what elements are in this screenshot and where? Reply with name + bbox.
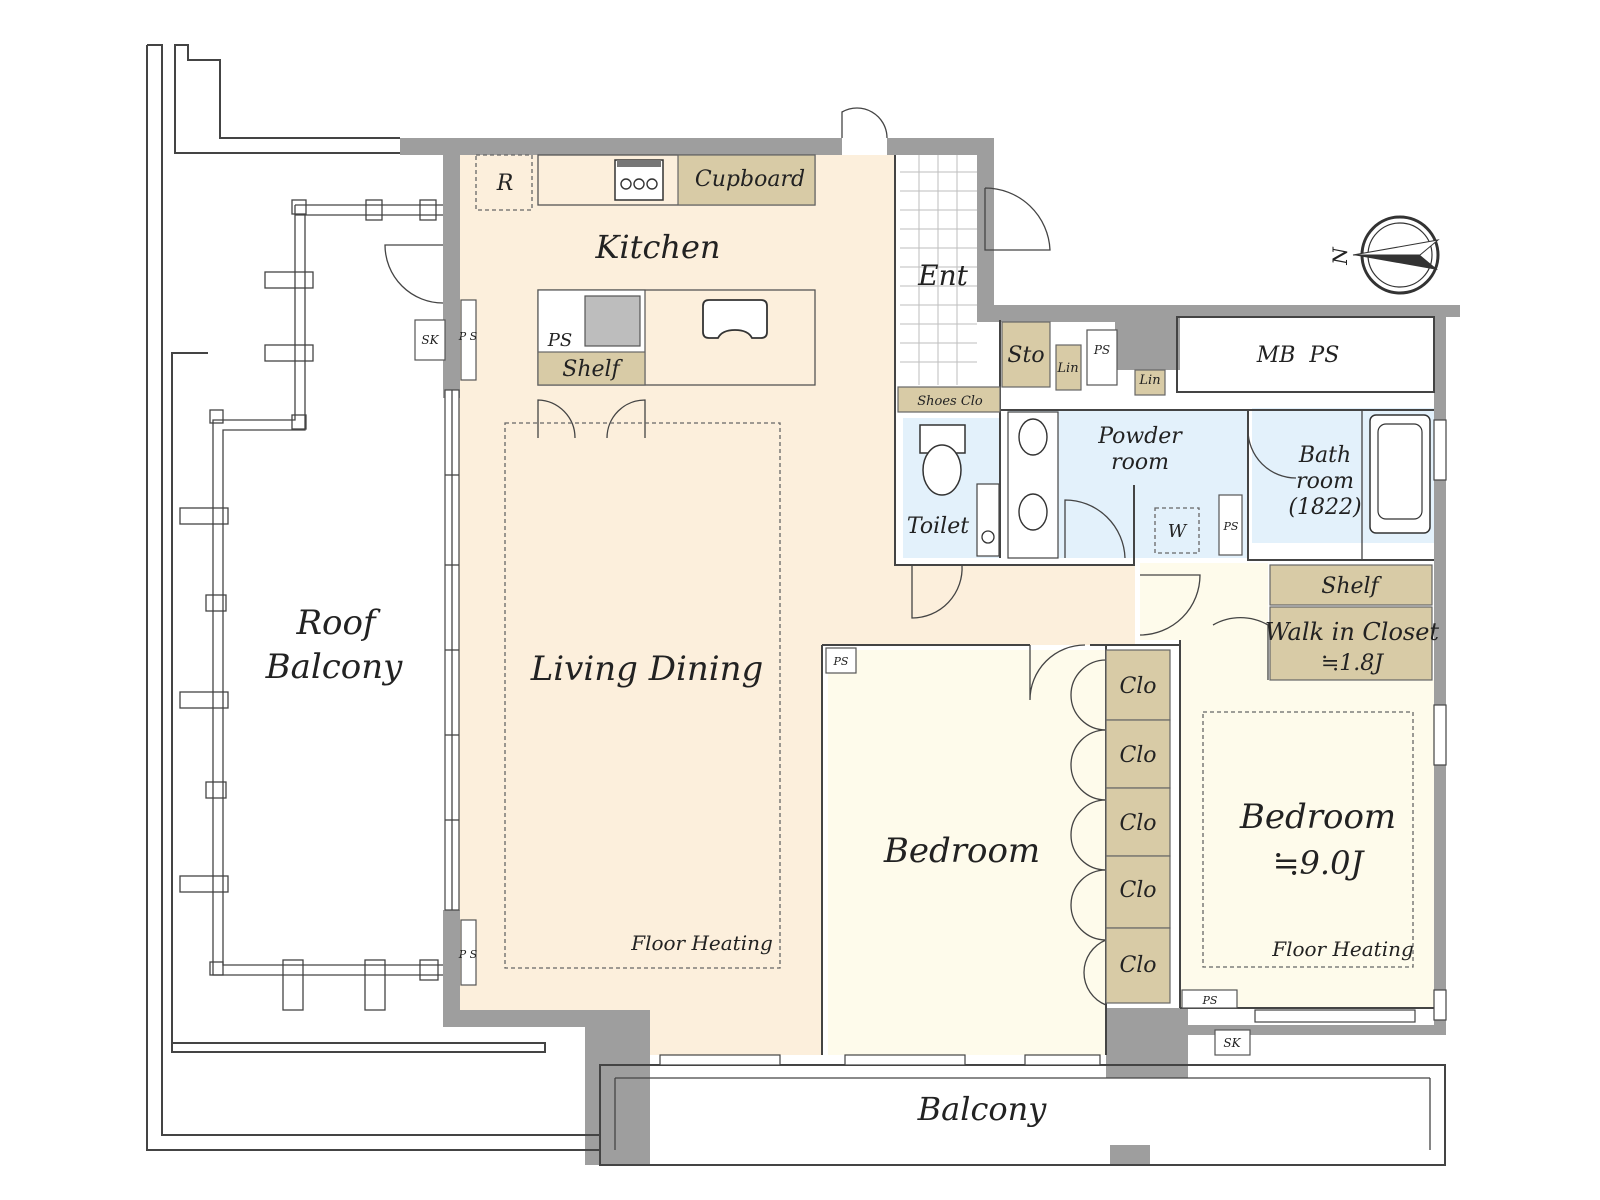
ps-bedroom-label: PS	[833, 655, 849, 668]
entrance-label: Ent	[917, 259, 968, 292]
ps-vertical-top-label: P S	[458, 330, 478, 343]
bedroom-fixtures	[825, 564, 1433, 1056]
balcony-label: Balcony	[917, 1090, 1048, 1128]
closet-3	[1105, 787, 1171, 857]
bathtub-icon	[1369, 414, 1431, 534]
basin-top-icon	[1018, 418, 1048, 456]
basin-bottom-icon	[1018, 493, 1048, 531]
kitchen-shelf-door-left	[537, 399, 576, 439]
bedroom-right-label: Bedroom	[1239, 797, 1396, 837]
washer-label: W	[1168, 521, 1188, 542]
storage-label: Sto	[1007, 343, 1044, 368]
bath-door	[1247, 429, 1297, 479]
bedroom-left-door	[1029, 644, 1086, 701]
sk-left-box	[414, 319, 446, 361]
powder-room-label-2: room	[1111, 450, 1169, 475]
living-dining-label: Living Dining	[530, 649, 764, 689]
wic-door	[1212, 616, 1269, 680]
kitchen-shelf-door-right	[606, 399, 646, 439]
toilet-icon	[922, 444, 962, 496]
labels: Kitchen Living Dining Roof Balcony Balco…	[265, 167, 1440, 1128]
closet-4	[1105, 855, 1171, 929]
refrigerator	[475, 154, 533, 211]
closet-label-2: Clo	[1119, 743, 1156, 768]
closet-5	[1105, 927, 1171, 1004]
toilet-label: Toilet	[907, 514, 969, 539]
kitchen-fixtures	[414, 154, 816, 986]
kitchen-label: Kitchen	[594, 228, 720, 266]
wic-size: ≒1.8J	[1321, 651, 1384, 676]
bath-label-2: room	[1296, 469, 1354, 494]
washer-zone	[1154, 507, 1200, 554]
ps-bath-label: PS	[1223, 520, 1239, 533]
kitchen-ps-label: PS	[547, 330, 572, 351]
linen-1	[1055, 344, 1082, 391]
wic-label: Walk in Closet	[1265, 618, 1440, 646]
mb-ps-label: MB PS	[1256, 343, 1340, 368]
ps-vertical-top-box	[460, 299, 477, 381]
walls	[400, 138, 1460, 1165]
wic-shelf-label: Shelf	[1321, 574, 1382, 599]
ps-vertical-bottom-label: P S	[458, 948, 478, 961]
bedroom-left-area	[828, 650, 1106, 1055]
sk-right-box	[1214, 1029, 1251, 1056]
bedroom-right-size: ≒9.0J	[1273, 844, 1366, 882]
roof-balcony-label-2: Balcony	[265, 647, 404, 687]
ps-bottom-label: PS	[1202, 994, 1218, 1007]
closet-label-4: Clo	[1119, 878, 1156, 903]
ps-powder-box	[1086, 329, 1118, 386]
bath-label-3: (1822)	[1288, 495, 1361, 520]
ps-bath-box	[1218, 494, 1243, 556]
floor-heating-bedroom: Floor Heating	[1271, 937, 1414, 961]
bedroom-right-area	[1140, 563, 1434, 1008]
wet-fixtures	[897, 321, 1431, 559]
doors	[384, 107, 1297, 1006]
wic-area	[1269, 606, 1433, 681]
ps-powder-label: PS	[1093, 343, 1110, 357]
closet-1	[1105, 649, 1171, 721]
closet-label-3: Clo	[1119, 811, 1156, 836]
powder-room-door	[1064, 499, 1126, 559]
north-label: N	[1328, 246, 1352, 266]
cupboard-label: Cupboard	[695, 167, 805, 192]
wic-shelf	[1269, 564, 1433, 606]
bedroom-right-door	[1139, 574, 1201, 636]
refrigerator-label: R	[496, 171, 514, 196]
dishwasher	[584, 295, 641, 347]
powder-room-label-1: Powder	[1097, 424, 1183, 449]
compass-icon	[1352, 215, 1440, 295]
toilet-door	[911, 564, 963, 619]
linen-2-label: Lin	[1138, 373, 1160, 388]
shoes-closet	[897, 386, 1001, 413]
bedroom-left-label: Bedroom	[883, 831, 1040, 871]
sk-left-label: SK	[421, 333, 439, 347]
kitchen-shelf	[537, 351, 646, 386]
closet-label-5: Clo	[1119, 953, 1156, 978]
dining-zone	[504, 422, 781, 969]
roof-balcony-label-1: Roof	[295, 603, 381, 643]
entrance-door	[984, 187, 1051, 251]
closet-label-1: Clo	[1119, 674, 1156, 699]
top-hinged-door	[841, 107, 888, 139]
shoes-closet-label: Shoes Clo	[917, 394, 983, 409]
floor-heating-living: Floor Heating	[630, 931, 773, 955]
entrance-tiles	[900, 153, 977, 385]
storage-closet	[1001, 321, 1051, 388]
living-window-wall	[444, 389, 460, 911]
sink-icon	[702, 299, 768, 339]
closet-2	[1105, 719, 1171, 789]
sk-right-label: SK	[1223, 1036, 1241, 1050]
kitchen-shelf-label: Shelf	[562, 357, 623, 382]
ps-vertical-bottom-box	[460, 919, 477, 986]
cupboard	[677, 154, 816, 206]
linen-2	[1134, 369, 1166, 396]
ps-bedroom-box	[825, 647, 857, 674]
roof-balcony-outline	[146, 44, 600, 1151]
linen-1-label: Lin	[1056, 361, 1078, 376]
bath-label-1: Bath	[1298, 443, 1351, 468]
bedroom-bed-zone	[1202, 711, 1414, 968]
roof-balcony-door	[384, 244, 444, 304]
ps-bottom-box	[1181, 989, 1238, 1009]
